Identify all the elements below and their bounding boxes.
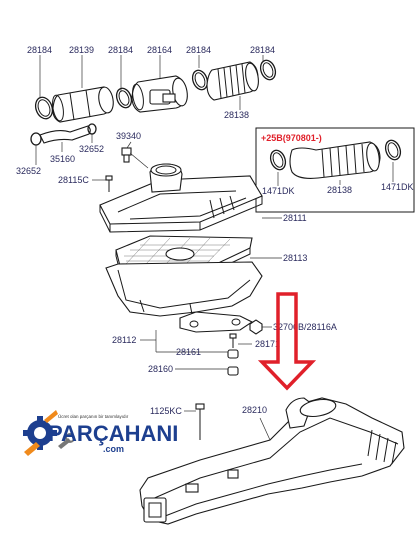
callout-35160: 35160 [50,154,75,164]
callout-28161: 28161 [176,347,201,357]
gear-icon [23,410,58,456]
resonator-duct [139,397,405,525]
intake-hose-assembly [34,55,277,123]
callout-28113: 28113 [283,253,307,263]
logo-tagline: Ücret olan parçanın bir tanımlayıdır [58,413,129,419]
highlight-arrow [257,292,317,391]
callout-1471dk-b: 1471DK [381,182,414,192]
callout-32652-a: 32652 [79,144,104,154]
callout-39340: 39340 [116,131,141,141]
callout-28184-c: 28184 [186,45,211,55]
callout-28210: 28210 [242,405,267,415]
callout-28111: 28111 [283,213,307,223]
air-cleaner-cover [92,152,282,233]
temperature-sensor [121,141,132,163]
wrench-icon [58,433,75,449]
inset-title: +25B(970801-) [261,133,322,143]
logo-name: PARÇAHANI [48,421,178,446]
callout-28184-d: 28184 [250,45,275,55]
logo-domain: .com [103,444,124,454]
callout-28184-a: 28184 [27,45,52,55]
callout-28184-b: 28184 [108,45,133,55]
callout-28164: 28164 [147,45,172,55]
callout-28115c: 28115C [58,175,89,185]
inset-box [255,127,415,213]
air-cleaner-body [105,261,272,376]
breather-hose [30,123,97,165]
callout-28138-a: 28138 [224,110,249,120]
callout-32652-b: 32652 [16,166,41,176]
parcahani-logo: Ücret olan parçanın bir tanımlayıdır PAR… [23,410,178,456]
callout-1471dk-a: 1471DK [262,186,295,196]
callout-28139: 28139 [69,45,94,55]
callout-32706: 32706B/28116A [273,322,337,332]
callout-28160: 28160 [148,364,173,374]
callout-28112: 28112 [112,335,136,345]
callout-28171: 28171 [255,339,280,349]
callout-28138-b: 28138 [327,185,352,195]
callout-1125kc: 1125KC [150,406,182,416]
